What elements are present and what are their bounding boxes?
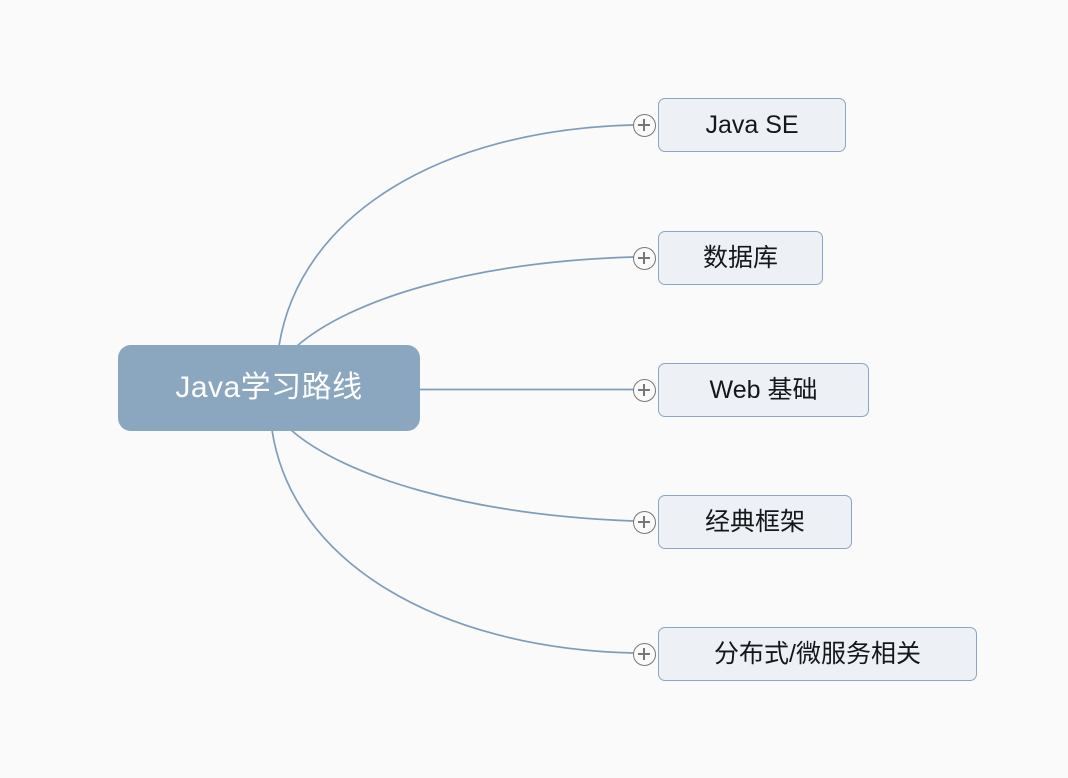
branch-node-label: Web 基础 bbox=[709, 375, 818, 404]
branch-node-classic-frameworks[interactable]: 经典框架 bbox=[658, 495, 852, 549]
plus-circle-icon-classic-frameworks[interactable] bbox=[633, 511, 656, 534]
root-node[interactable]: Java学习路线 bbox=[118, 345, 420, 431]
connector-classic-frameworks bbox=[290, 429, 634, 522]
branch-node-distributed-microservices[interactable]: 分布式/微服务相关 bbox=[658, 627, 977, 681]
branch-node-database[interactable]: 数据库 bbox=[658, 231, 823, 285]
branch-node-java-se[interactable]: Java SE bbox=[658, 98, 846, 152]
plus-circle-icon-database[interactable] bbox=[633, 247, 656, 270]
plus-circle-icon-web-basics[interactable] bbox=[633, 379, 656, 402]
root-node-label: Java学习路线 bbox=[175, 371, 363, 404]
plus-circle-icon-distributed-microservices[interactable] bbox=[633, 643, 656, 666]
branch-node-label: Java SE bbox=[705, 110, 799, 139]
branch-node-label: 分布式/微服务相关 bbox=[714, 639, 921, 668]
plus-circle-icon-java-se[interactable] bbox=[633, 114, 656, 137]
branch-node-web-basics[interactable]: Web 基础 bbox=[658, 363, 869, 417]
connector-database bbox=[296, 256, 634, 347]
connector-distributed-microservices bbox=[271, 429, 634, 654]
branch-node-label: 数据库 bbox=[702, 243, 778, 272]
connector-java-se bbox=[278, 124, 634, 347]
branch-node-label: 经典框架 bbox=[704, 507, 805, 536]
